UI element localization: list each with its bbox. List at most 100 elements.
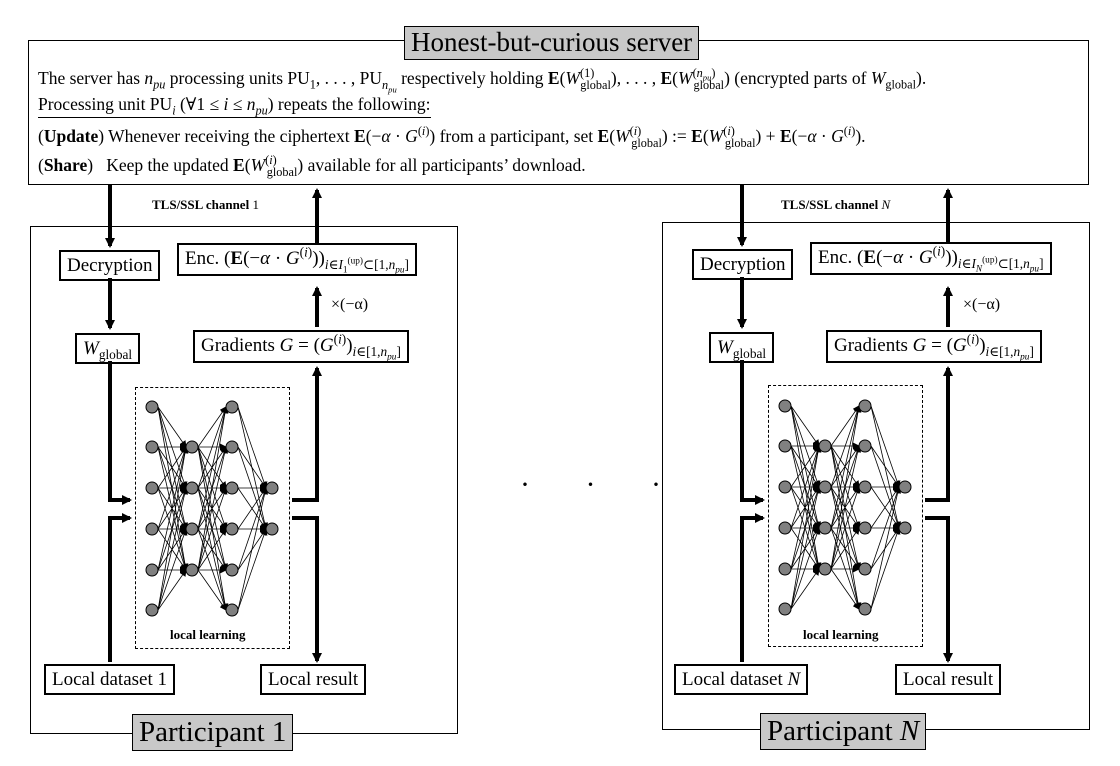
- nn-edge: [237, 446, 267, 489]
- nn-node: [818, 562, 832, 576]
- nn-node: [145, 603, 159, 617]
- participant-n-index: N: [899, 715, 920, 747]
- nn-node: [225, 603, 239, 617]
- nn-edge: [870, 527, 901, 610]
- local-dataset-box-n: Local dataset N: [674, 664, 809, 695]
- nn-edge: [790, 568, 820, 610]
- nn-edge: [157, 569, 187, 611]
- nn-node: [818, 439, 832, 453]
- neural-network-1: [145, 400, 279, 617]
- participant-n-box: [662, 222, 1090, 730]
- gradients-n-prefix: Gradients: [834, 335, 913, 356]
- local-learning-region-1: [135, 387, 290, 649]
- nn-node: [778, 521, 792, 535]
- arrow-nn-to-gradients-1: [292, 366, 322, 502]
- nn-edge: [870, 445, 900, 488]
- server-title: Honest-but-curious server: [404, 26, 700, 60]
- nn-node: [225, 440, 239, 454]
- nn-node: [858, 480, 872, 494]
- arrow-nn-to-result-1: [292, 516, 322, 663]
- channel-label-n: TLS/SSL channel N: [781, 197, 890, 213]
- server-update-line: (Update) Whenever receiving the cipherte…: [38, 124, 866, 150]
- local-dataset-1-prefix: Local dataset: [52, 669, 158, 690]
- nn-node: [145, 440, 159, 454]
- server-line1-c: , . . . , PU: [315, 68, 383, 88]
- update-keyword: Update: [43, 126, 99, 146]
- nn-node: [778, 562, 792, 576]
- update-text-a: Whenever receiving the ciphertext: [104, 126, 355, 146]
- nn-edge: [870, 486, 902, 610]
- nn-edge: [237, 487, 268, 571]
- nn-node: [778, 399, 792, 413]
- arrow-nn-to-gradients-n: [925, 366, 953, 502]
- nn-edge: [870, 405, 901, 488]
- nn-node: [185, 440, 199, 454]
- server-line1-f: ).: [916, 68, 927, 88]
- nn-node: [818, 521, 832, 535]
- local-result-box-1: Local result: [260, 664, 367, 695]
- participants-ellipsis: · · ·: [520, 468, 685, 501]
- channel-1-index: 1: [252, 197, 259, 212]
- server-line-2: Processing unit PUi (∀1 ≤ i ≤ npu) repea…: [38, 94, 431, 118]
- channel-n-index: N: [881, 197, 891, 212]
- wglobal-1-sub: global: [98, 346, 133, 362]
- arrow-wglobal-to-nn-1: [108, 361, 132, 505]
- server-line2-d: ) repeats the following:: [267, 94, 431, 114]
- nn-edge: [157, 487, 189, 611]
- nn-node: [858, 439, 872, 453]
- server-line2-c: ≤: [228, 94, 247, 114]
- nn-edge: [790, 445, 822, 570]
- nn-node: [265, 522, 279, 536]
- nn-node: [145, 522, 159, 536]
- nn-node: [778, 480, 792, 494]
- nn-edge: [870, 486, 901, 570]
- nn-edge: [790, 527, 821, 610]
- nn-node: [898, 521, 912, 535]
- server-line1-d: respectively holding: [396, 68, 548, 88]
- nn-node: [185, 481, 199, 495]
- local-dataset-n-prefix: Local dataset: [682, 669, 788, 690]
- nn-edge: [830, 568, 860, 610]
- local-learning-label-1: local learning: [170, 627, 246, 642]
- nn-edge: [197, 487, 228, 571]
- nn-node: [265, 481, 279, 495]
- nn-node: [778, 439, 792, 453]
- nn-edge: [157, 446, 188, 530]
- nn-edge: [790, 445, 822, 610]
- update-text-b: from a participant, set: [435, 126, 598, 146]
- local-learning-label-n: local learning: [803, 627, 879, 642]
- nn-edge: [830, 486, 861, 570]
- nn-edge: [830, 527, 861, 610]
- wglobal-box-n: Wglobal: [709, 332, 775, 363]
- decryption-box-n: Decryption: [692, 249, 794, 280]
- nn-node: [145, 400, 159, 414]
- nn-node: [145, 563, 159, 577]
- nn-node: [818, 480, 832, 494]
- server-line1-b: processing units PU: [165, 68, 310, 88]
- nn-edge: [197, 406, 229, 571]
- nn-node: [145, 481, 159, 495]
- server-line-1: The server has npu processing units PU1,…: [38, 66, 927, 94]
- arrow-dataset-to-nn-n: [740, 513, 765, 662]
- nn-edge: [157, 446, 189, 571]
- gradients-1-prefix: Gradients: [201, 335, 280, 356]
- nn-edge: [237, 528, 268, 611]
- wglobal-n-symbol: W: [717, 337, 733, 358]
- nn-edge: [197, 569, 227, 611]
- multiply-label-n: ×(−α): [963, 296, 1001, 313]
- share-keyword: Share: [43, 155, 88, 175]
- gradients-box-1: Gradients G = (G(i))i∈[1,npu]: [193, 330, 409, 364]
- nn-edge: [790, 445, 821, 529]
- nn-node: [185, 563, 199, 577]
- nn-edge: [157, 406, 187, 448]
- server-share-line: (Share) Keep the updated E(W(i)global) a…: [38, 153, 586, 179]
- nn-edge: [157, 528, 188, 611]
- participant-1-prefix: Participant: [139, 716, 272, 748]
- channel-label-1: TLS/SSL channel 1: [152, 197, 259, 213]
- nn-node: [225, 522, 239, 536]
- gradients-box-n: Gradients G = (G(i))i∈[1,npu]: [826, 330, 1042, 364]
- nn-edge: [790, 405, 821, 488]
- participant-1-title: Participant 1: [132, 714, 294, 751]
